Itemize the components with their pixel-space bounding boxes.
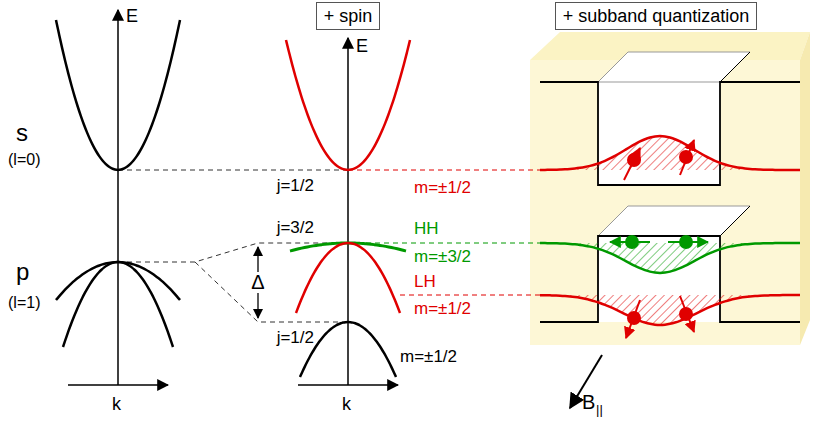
spin-carriers: [610, 140, 708, 338]
panel-heading: + subband quantization: [563, 5, 750, 27]
quantum-well: [530, 32, 810, 345]
spin-arrow: [680, 296, 694, 332]
axis-or-level-label: m=±1/2: [414, 179, 471, 197]
axis-or-level-label: HH: [414, 220, 439, 238]
band-curve: [56, 262, 180, 300]
panel-heading: + spin: [324, 5, 373, 27]
axis-or-level-label: E: [356, 37, 368, 56]
carrier-dot: [627, 153, 641, 167]
axis-or-level-label: m=±1/2: [400, 348, 457, 366]
axis-or-level-label: j=1/2: [277, 329, 314, 347]
carrier-dot: [627, 311, 641, 325]
band-curve: [296, 243, 400, 313]
axis-or-level-label: B: [582, 392, 595, 413]
axis-or-level-label: j=1/2: [277, 177, 314, 195]
axis-or-level-label: k: [112, 395, 121, 414]
axis-or-level-label: (l=1): [8, 295, 40, 312]
carrier-dot: [679, 150, 693, 164]
spin-arrow: [624, 148, 640, 180]
wave-hatch: [540, 243, 800, 273]
carrier-dot: [625, 235, 639, 249]
carrier-dot: [679, 235, 693, 249]
panel-heading-box: + subband quantization: [555, 2, 758, 30]
band-curve: [63, 262, 173, 347]
band-curve: [286, 40, 410, 170]
axis-or-level-label: m=±3/2: [414, 248, 471, 266]
axis-or-level-label: LH: [414, 273, 436, 291]
axis-or-level-label: (l=0): [8, 152, 40, 169]
wavefunctions: [540, 136, 800, 325]
carrier-dot: [679, 307, 693, 321]
band-curve: [56, 20, 180, 170]
axis-or-level-label: E: [126, 7, 138, 26]
wavefunction: [540, 136, 800, 170]
wavefunction: [540, 243, 800, 273]
axis-or-level-label: ||: [596, 403, 603, 417]
axis-or-level-label: m=±1/2: [414, 300, 471, 318]
axis-or-level-label: j=3/2: [277, 219, 314, 237]
spin-arrow: [626, 300, 640, 338]
axis-or-level-label: s: [16, 120, 28, 145]
wave-hatch: [540, 136, 800, 170]
wave-hatch: [540, 295, 800, 325]
guide-lines: [118, 170, 540, 322]
band-curves: [56, 20, 410, 377]
wavefunction: [540, 295, 800, 325]
axis-or-level-label: p: [16, 259, 29, 284]
axis-or-level-label: k: [342, 395, 351, 414]
axes: [68, 10, 398, 385]
axis-or-level-label: Δ: [249, 272, 266, 293]
band-curve: [300, 322, 396, 377]
panel-heading-box: + spin: [316, 2, 381, 30]
spin-arrow: [680, 140, 694, 175]
